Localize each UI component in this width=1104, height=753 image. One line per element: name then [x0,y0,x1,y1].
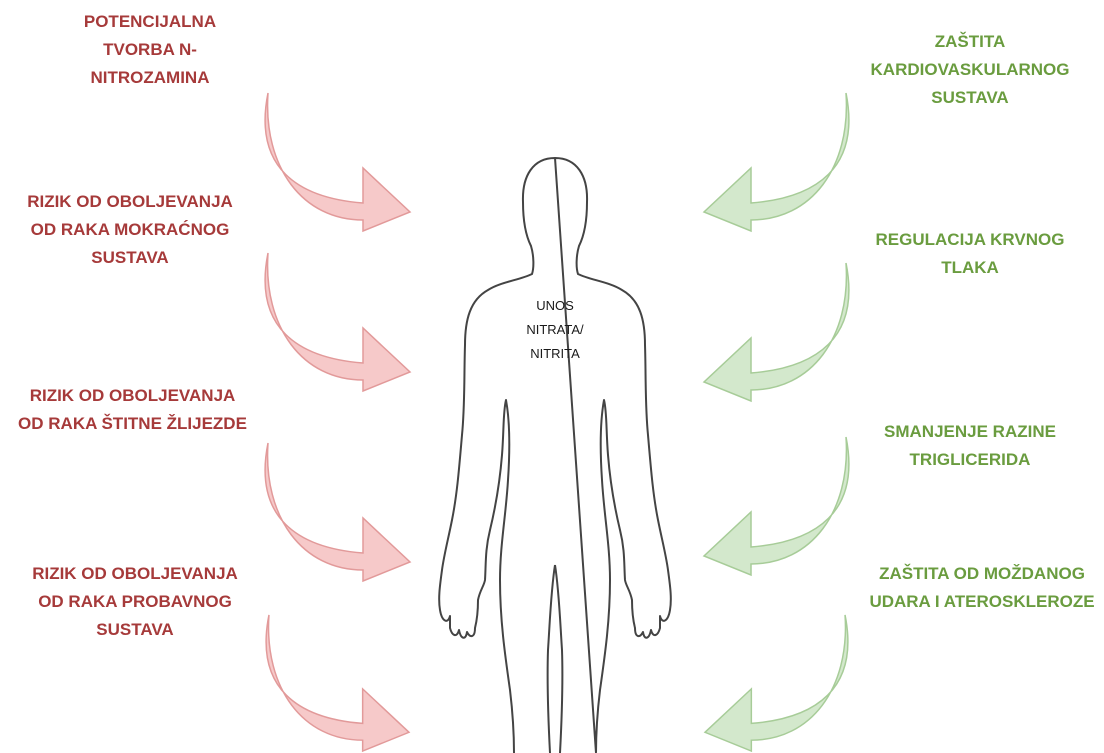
curved-arrow-icon [258,248,418,393]
benefit-label-stroke-atherosclerosis: ZAŠTITA OD MOŽDANOG UDARA I ATEROSKLEROZ… [860,560,1104,616]
intake-label: UNOS NITRATA/ NITRITA [500,294,610,366]
risk-label-urinary-cancer: RIZIK OD OBOLJEVANJA OD RAKA MOKRAĆNOG S… [0,188,260,272]
curved-arrow-icon [696,610,856,753]
curved-arrow-icon [258,610,418,753]
benefit-label-blood-pressure: REGULACIJA KRVNOG TLAKA [860,226,1080,282]
curved-arrow-icon [696,88,856,233]
curved-arrow-icon [258,438,418,583]
risk-label-thyroid-cancer: RIZIK OD OBOLJEVANJA OD RAKA ŠTITNE ŽLIJ… [0,382,265,438]
curved-arrow-icon [258,88,418,233]
benefit-label-cardiovascular: ZAŠTITA KARDIOVASKULARNOG SUSTAVA [850,28,1090,112]
risk-label-digestive-cancer: RIZIK OD OBOLJEVANJA OD RAKA PROBAVNOG S… [10,560,260,644]
curved-arrow-icon [696,258,856,403]
risk-label-n-nitrosamine: POTENCIJALNA TVORBA N- NITROZAMINA [40,8,260,92]
human-body-outline-icon [430,150,680,753]
curved-arrow-icon [696,432,856,577]
benefit-label-triglycerides: SMANJENJE RAZINE TRIGLICERIDA [860,418,1080,474]
